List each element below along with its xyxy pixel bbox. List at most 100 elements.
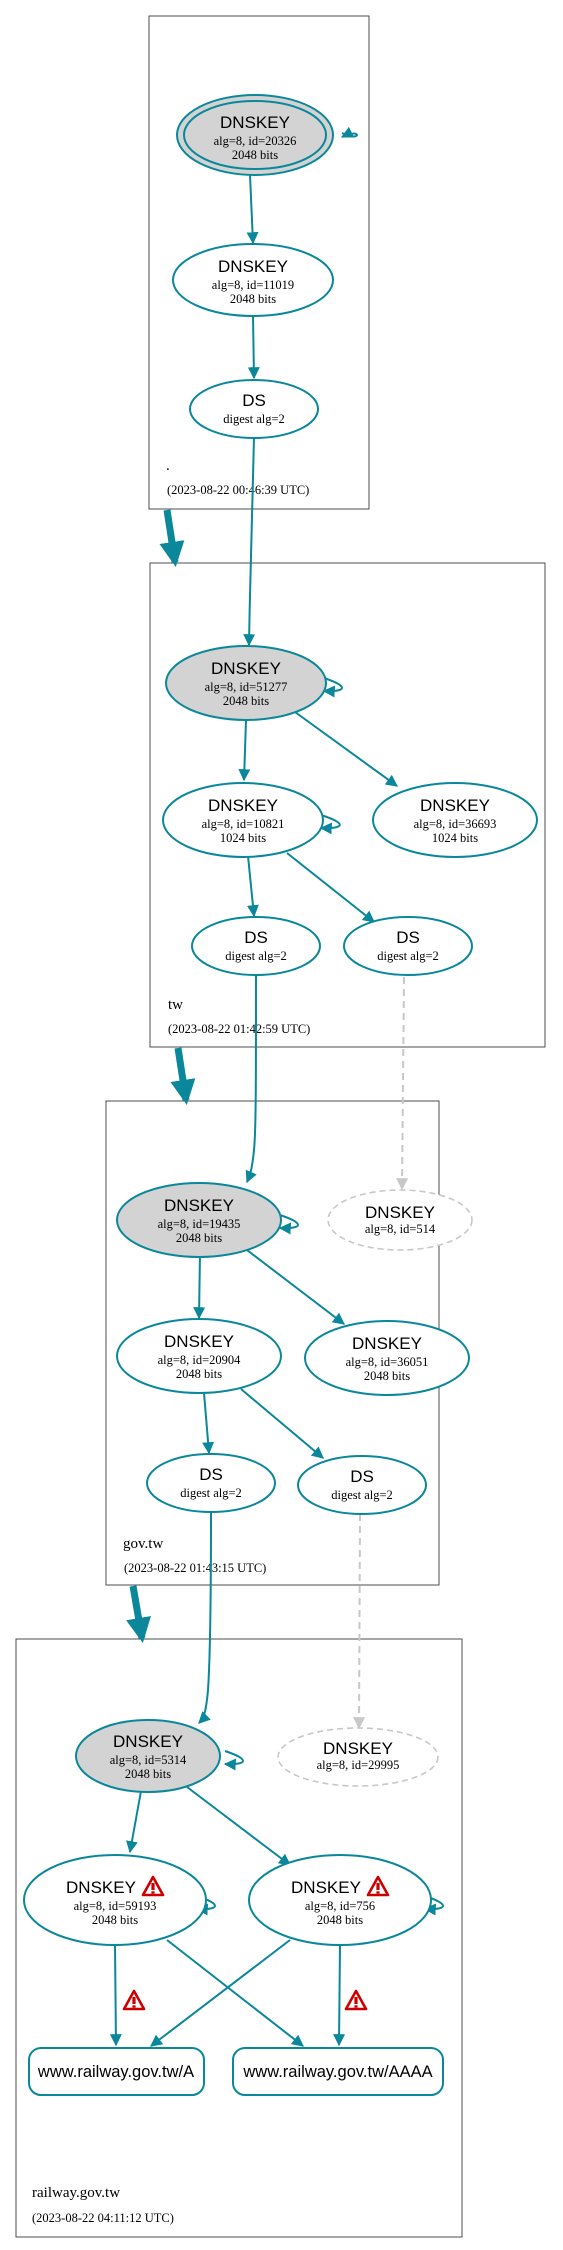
node-title: DNSKEY	[113, 1732, 183, 1751]
node-gov-ksk[interactable]: DNSKEY alg=8, id=19435 2048 bits	[116, 1182, 282, 1258]
node-tw-ds2-shape	[343, 916, 473, 976]
zone-tw-box	[149, 562, 546, 1048]
node-digest: digest alg=2	[225, 949, 287, 963]
node-bits: 1024 bits	[220, 831, 266, 845]
zone-tw-time: (2023-08-22 01:42:59 UTC)	[168, 1022, 310, 1036]
node-bits: 2048 bits	[230, 292, 276, 306]
node-gov-ksk-shape	[116, 1182, 282, 1258]
node-tw-ds1-shape	[191, 916, 321, 976]
node-rw-ksk[interactable]: DNSKEY alg=8, id=5314 2048 bits	[75, 1719, 221, 1793]
node-bits: 2048 bits	[232, 148, 278, 162]
node-bits: 2048 bits	[176, 1231, 222, 1245]
node-gov-ds1[interactable]: DS digest alg=2	[146, 1453, 276, 1513]
edge-root-zsk-ds	[247, 315, 260, 380]
node-rw-zsk2[interactable]: DNSKEY alg=8, id=756 2048 bits	[248, 1854, 432, 1946]
edge-gov-ksk-zsk2	[242, 1246, 345, 1325]
node-rw-missing-shape	[277, 1727, 439, 1787]
edge-root-ksk-zsk	[246, 174, 259, 245]
self-sign-edge	[223, 1750, 244, 1771]
node-title: DNSKEY	[352, 1334, 422, 1353]
rrset-a-label: www.railway.gov.tw/A	[37, 2063, 194, 2081]
node-root-zsk[interactable]: DNSKEY alg=8, id=11019 2048 bits	[172, 243, 334, 317]
node-tw-ds2[interactable]: DS digest alg=2	[343, 916, 473, 976]
edge-gov-zsk1-ds2	[240, 1388, 324, 1459]
node-gov-zsk1[interactable]: DNSKEY alg=8, id=20904 2048 bits	[116, 1318, 282, 1394]
node-gov-ds2-shape	[297, 1455, 427, 1515]
node-root-ds[interactable]: DS digest alg=2	[189, 379, 319, 439]
rrset-a-box	[28, 2047, 205, 2096]
node-rw-ksk-shape	[75, 1719, 221, 1793]
node-title: DNSKEY	[208, 796, 278, 815]
node-tw-ksk[interactable]: DNSKEY alg=8, id=51277 2048 bits	[165, 645, 327, 721]
node-gov-missing-dnskey[interactable]: DNSKEY alg=8, id=514	[327, 1189, 473, 1251]
zone-tw-name: tw	[168, 997, 183, 1013]
node-id: alg=8, id=10821	[202, 817, 285, 831]
edge-tw-zsk1-ds2	[286, 852, 375, 923]
edge-rw-zsk2-aaaa	[333, 1944, 346, 2047]
node-tw-zsk2[interactable]: DNSKEY alg=8, id=36693 1024 bits	[372, 782, 538, 858]
node-tw-ds1[interactable]: DS digest alg=2	[191, 916, 321, 976]
rrset-aaaa-label: www.railway.gov.tw/AAAA	[242, 2063, 432, 2081]
node-gov-missing-shape	[327, 1189, 473, 1251]
node-root-ksk[interactable]: DNSKEY alg=8, id=20326 2048 bits	[176, 94, 334, 176]
node-id: alg=8, id=11019	[212, 278, 294, 292]
edge-rw-zsk1-aaaa	[166, 1939, 304, 2047]
node-digest: digest alg=2	[223, 412, 285, 426]
node-root-ksk-shape	[183, 100, 327, 170]
node-bits: 2048 bits	[176, 1367, 222, 1381]
node-id: alg=8, id=51277	[205, 680, 288, 694]
self-sign-edge	[278, 1214, 299, 1235]
node-digest: digest alg=2	[331, 1488, 393, 1502]
node-bits: 2048 bits	[125, 1767, 171, 1781]
node-id: alg=8, id=5314	[110, 1753, 187, 1767]
node-title: DNSKEY	[66, 1878, 136, 1897]
node-id: alg=8, id=29995	[317, 1758, 400, 1772]
node-title: DNSKEY	[218, 257, 288, 276]
node-title: DNSKEY	[323, 1739, 393, 1758]
node-id: alg=8, id=19435	[158, 1217, 241, 1231]
edge-tw-ksk-zsk2	[294, 711, 398, 787]
node-title: DS	[199, 1465, 223, 1484]
delegation-arrow-govtw-railway	[126, 1585, 151, 1643]
self-sign-edge	[322, 677, 343, 698]
edge-tw-ds2-missing	[396, 976, 409, 1191]
edges	[109, 126, 444, 2047]
zone-root-box	[148, 15, 370, 510]
node-title: DNSKEY	[420, 796, 490, 815]
node-title: DNSKEY	[164, 1332, 234, 1351]
node-bits: 2048 bits	[92, 1913, 138, 1927]
zone-root: . (2023-08-22 00:46:39 UTC)	[148, 15, 370, 510]
node-title: DS	[242, 391, 266, 410]
node-gov-zsk2-shape	[304, 1320, 470, 1396]
edge-tw-ds1-gov-ksk	[245, 974, 257, 1184]
edge-rw-ksk-zsk1	[126, 1790, 142, 1854]
self-sign-edge	[319, 814, 341, 835]
node-id: alg=8, id=756	[305, 1899, 375, 1913]
edge-gov-ds2-missing	[353, 1513, 366, 1730]
node-gov-zsk1-shape	[116, 1318, 282, 1394]
edge-tw-zsk1-ds1	[246, 855, 259, 918]
node-title: DS	[396, 928, 420, 947]
edge-rw-ksk-zsk2	[186, 1786, 291, 1866]
delegation-arrow-root-tw	[159, 509, 185, 567]
zone-root-name: .	[166, 458, 170, 474]
node-rw-zsk1[interactable]: DNSKEY alg=8, id=59193 2048 bits	[23, 1854, 207, 1946]
edge-gov-ksk-zsk1	[193, 1252, 206, 1320]
node-tw-zsk2-shape	[372, 782, 538, 858]
node-bits: 1024 bits	[432, 831, 478, 845]
node-title: DNSKEY	[291, 1878, 361, 1897]
rrset-aaaa-box	[232, 2047, 444, 2096]
node-gov-ds2[interactable]: DS digest alg=2	[297, 1455, 427, 1515]
node-bits: 2048 bits	[364, 1369, 410, 1383]
zone-railway-box	[15, 1638, 463, 2238]
node-tw-zsk1[interactable]: DNSKEY alg=8, id=10821 1024 bits	[162, 782, 324, 858]
rrset-a[interactable]: www.railway.gov.tw/A	[28, 2047, 205, 2096]
node-rw-zsk1-shape	[23, 1854, 207, 1946]
node-id: alg=8, id=20904	[158, 1353, 242, 1367]
edge-gov-zsk1-ds1	[202, 1392, 215, 1455]
node-rw-missing-dnskey[interactable]: DNSKEY alg=8, id=29995	[277, 1727, 439, 1787]
rrset-aaaa[interactable]: www.railway.gov.tw/AAAA	[232, 2047, 444, 2096]
zone-railway-name: railway.gov.tw	[32, 2185, 120, 2201]
delegation-arrow-tw-govtw	[170, 1047, 196, 1105]
node-gov-zsk2[interactable]: DNSKEY alg=8, id=36051 2048 bits	[304, 1320, 470, 1396]
